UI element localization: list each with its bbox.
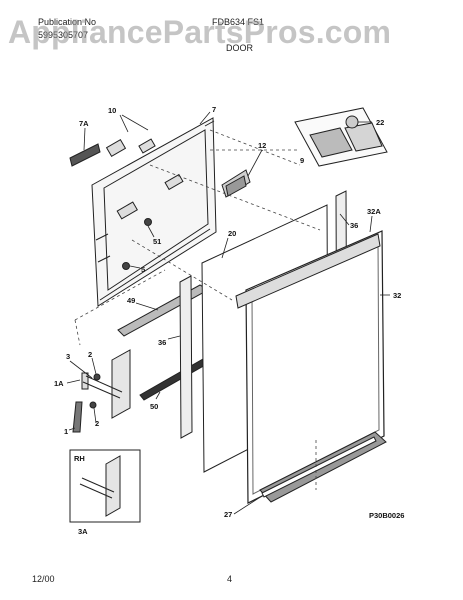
screw-2 (93, 373, 101, 381)
bottom-trim (259, 431, 387, 503)
callout-7: 7 (212, 105, 216, 114)
callout-51: 51 (153, 237, 161, 246)
callout-50: 50 (150, 402, 158, 411)
channel-49 (117, 284, 209, 337)
callout-27: 27 (224, 510, 232, 519)
screw-5 (122, 262, 130, 270)
footer-date: 12/00 (32, 574, 55, 584)
callout-22: 22 (376, 118, 384, 127)
callout-32: 32 (393, 291, 401, 300)
callout-3a: 3A (78, 527, 88, 536)
gasket-32a (235, 233, 381, 309)
callout-1: 1 (64, 427, 68, 436)
screw-2b (89, 401, 97, 409)
inner-door-panel (91, 117, 217, 307)
hinge-link (72, 401, 83, 433)
section-title: DOOR (226, 43, 253, 53)
inset-label-rh: RH (74, 454, 85, 463)
model-number: FDB634 FS1 (212, 17, 265, 27)
diagram-code: P30B0026 (369, 511, 404, 520)
door-latch (221, 169, 251, 198)
callout-10: 10 (108, 106, 116, 115)
callout-20: 20 (228, 229, 236, 238)
callout-3: 3 (66, 352, 70, 361)
footer-page: 4 (227, 574, 233, 584)
callout-12: 12 (258, 141, 266, 150)
vent-grille (69, 143, 101, 167)
watermark: AppliancePartsPros.com (8, 14, 392, 50)
hinge-assembly (82, 349, 131, 419)
callout-32a: 32A (367, 207, 381, 216)
callout-2b: 2 (95, 419, 99, 428)
publication-label: Publication No (38, 17, 97, 27)
outer-door-panel (245, 230, 385, 504)
callout-1a: 1A (54, 379, 64, 388)
side-trim-left (179, 275, 193, 439)
callout-9: 9 (300, 156, 304, 165)
dispenser-inset (294, 107, 388, 167)
callout-5: 5 (141, 265, 145, 274)
screw-51 (144, 218, 152, 226)
spring-1a (81, 372, 89, 390)
publication-number: 5995305707 (38, 30, 89, 40)
callout-7a: 7A (79, 119, 89, 128)
callout-2a: 2 (88, 350, 92, 359)
callout-49: 49 (127, 296, 135, 305)
callout-36b: 36 (158, 338, 166, 347)
callout-36a: 36 (350, 221, 358, 230)
inset-box-rh (69, 449, 141, 523)
callout-labels: 10 7 7A 12 22 9 20 36 32A 51 5 32 49 36 … (54, 105, 404, 536)
